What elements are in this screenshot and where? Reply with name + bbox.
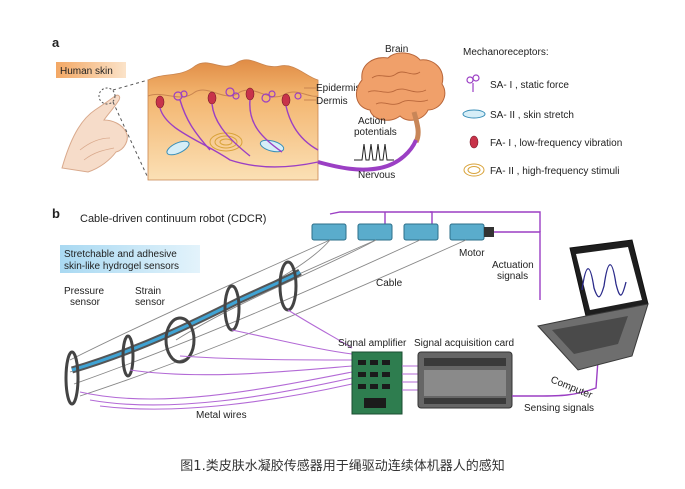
panel-b-letter: b [52, 206, 60, 221]
action-label-1: Action [358, 116, 386, 127]
hydrogel-label-1: Stretchable and adhesive [64, 249, 177, 260]
metal-wires-label: Metal wires [196, 410, 247, 421]
amp-to-card-wires [402, 365, 418, 391]
legend-sa1-icon [466, 74, 480, 92]
actuation-label-1: Actuation [492, 260, 534, 271]
computer-waveform [581, 264, 627, 298]
motor-label: Motor [459, 248, 485, 259]
cable-label: Cable [376, 278, 403, 289]
signal-acquisition-card [417, 351, 513, 409]
panel-a-letter: a [52, 35, 60, 50]
sensing-wire [512, 359, 599, 397]
skin-cross-section [147, 59, 319, 181]
legend-sa2-icon [462, 109, 486, 119]
human-skin-label: Human skin [60, 66, 113, 77]
amplifier-label: Signal amplifier [338, 338, 407, 349]
brain-label: Brain [385, 44, 408, 55]
strain-label-2: sensor [135, 297, 166, 308]
legend-fa1-label: FA- I , low-frequency vibration [490, 138, 622, 149]
hand-illustration [61, 94, 128, 173]
epidermis-label: Epidermis [316, 83, 360, 94]
zoom-circle [98, 87, 116, 105]
legend-sa2-label: SA- II , skin stretch [490, 110, 574, 121]
hydrogel-label-2: skin-like hydrogel sensors [64, 261, 179, 272]
strain-label-1: Strain [135, 286, 161, 297]
pressure-label-1: Pressure [64, 286, 104, 297]
legend-fa2-label: FA- II , high-frequency stimuli [490, 166, 620, 177]
laptop-computer [537, 239, 649, 371]
signal-amplifier-board [351, 351, 403, 415]
zoom-lines [112, 79, 149, 179]
hydrogel-label-box [60, 245, 200, 273]
human-skin-label-box [56, 62, 126, 78]
pressure-label-2: sensor [70, 297, 101, 308]
computer-label: Computer [549, 375, 594, 402]
legend-title: Mechanoreceptors: [463, 47, 549, 58]
legend-fa2-icon [463, 163, 485, 177]
sensing-signals-label: Sensing signals [524, 403, 594, 414]
robot-disks [64, 260, 298, 406]
actuation-label-2: signals [497, 271, 528, 282]
figure-caption: 图1.类皮肤水凝胶传感器用于绳驱动连续体机器人的感知 [180, 459, 505, 474]
legend-fa1-icon [469, 135, 479, 149]
brain-illustration [355, 52, 446, 144]
nervous-label: Nervous [358, 170, 395, 181]
motor-array [311, 211, 494, 241]
dermis-label: Dermis [316, 96, 348, 107]
actuation-wire-top [430, 211, 541, 232]
action-label-2: potentials [354, 127, 397, 138]
legend-sa1-label: SA- I , static force [490, 80, 569, 91]
cdcr-title: Cable-driven continuum robot (CDCR) [80, 213, 266, 225]
nerve-bundle [317, 139, 418, 172]
action-potential-spikes [354, 143, 394, 161]
metal-wires [79, 309, 353, 410]
acquisition-label: Signal acquisition card [414, 338, 514, 349]
